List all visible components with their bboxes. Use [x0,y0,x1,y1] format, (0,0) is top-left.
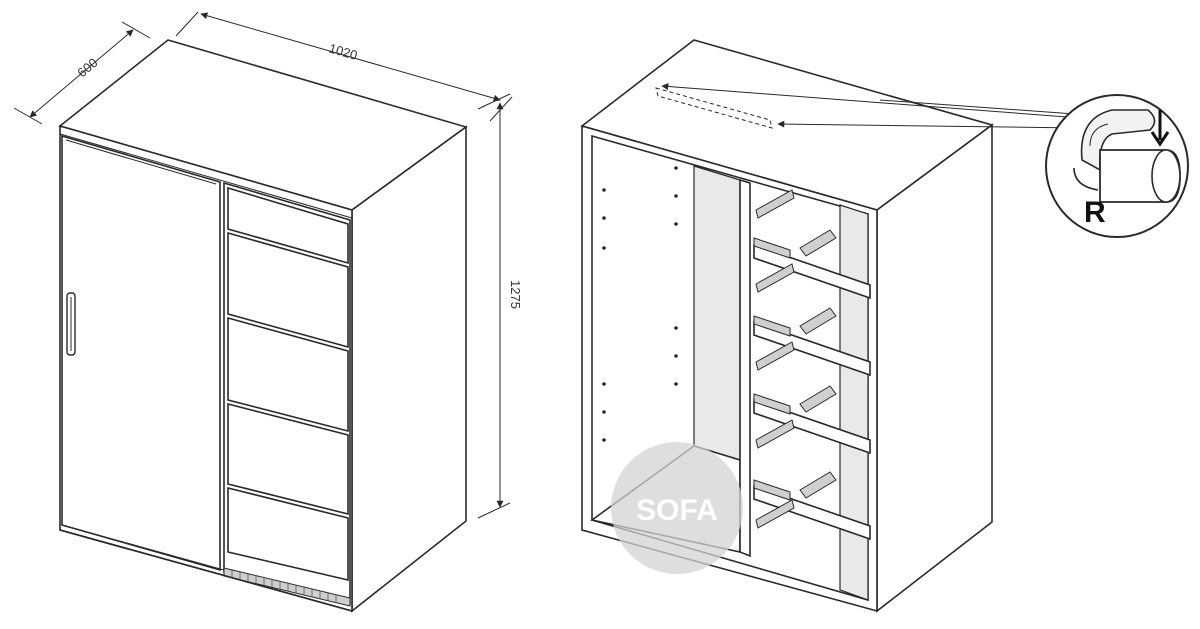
callout-letter: R [1084,196,1106,229]
drawer-front [227,186,349,265]
runner-bracket [753,479,791,501]
drawer-runner [753,320,871,377]
height-label: 1275 [508,280,523,309]
drawer-front [227,486,349,582]
drawer-runner [753,484,871,541]
runner-bracket [753,393,791,415]
drawer-front [227,402,349,516]
left-back-panel [693,165,741,461]
closed-wardrobe-view: 600 1020 1275 [13,11,523,613]
shelf-pin-holes [602,166,678,442]
wardrobe-side-face [351,125,467,613]
height-dimension: 1275 [477,93,523,519]
sliding-door [61,134,221,572]
back-panel [839,204,869,601]
detail-callout: R [1045,94,1189,238]
hidden-rail [655,87,773,129]
drawer-runners [753,189,871,541]
push-arrow-icon [1150,110,1170,147]
drawer-front [227,231,349,349]
sofa-watermark: SOFA [611,442,743,574]
drawer-front [227,316,349,433]
drawer-fronts [227,186,349,582]
bottom-rail [223,567,351,607]
runner-bracket [753,237,791,259]
carcass-side-face [876,123,993,613]
drawer-runner [753,398,871,455]
divider-panel [739,178,751,558]
width-label: 1020 [327,40,359,62]
runner-bracket [753,315,791,337]
drawer-runner [753,243,871,300]
watermark-text: SOFA [636,494,718,527]
watermark-circle [611,442,743,574]
